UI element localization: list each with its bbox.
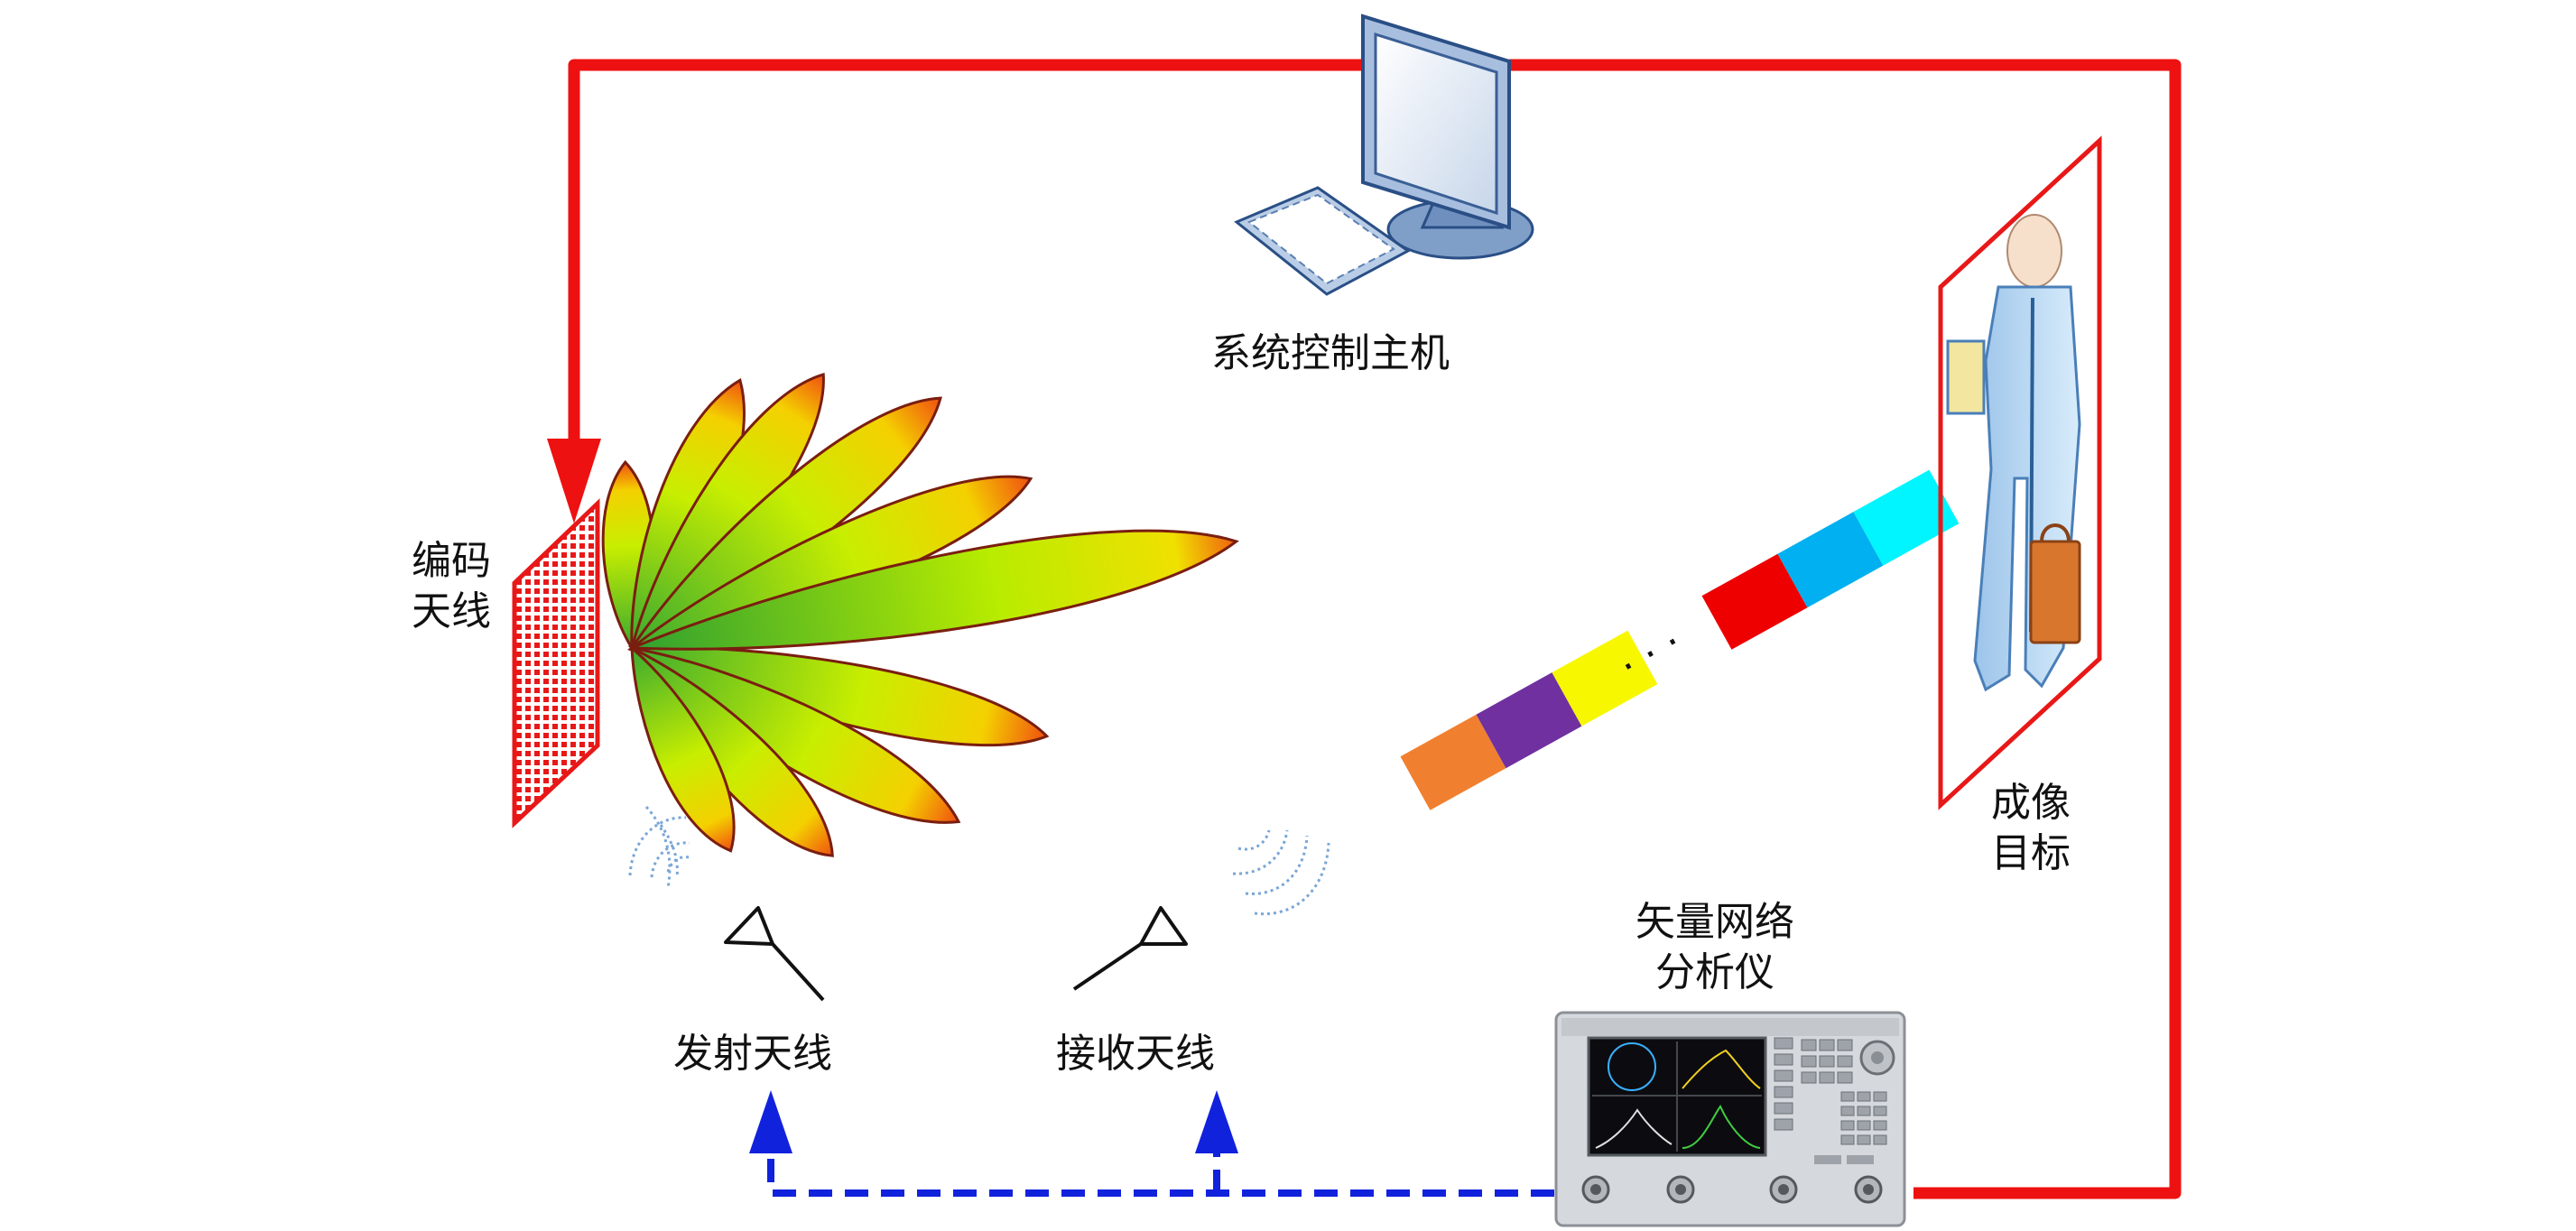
code-cell-yellow: [1552, 630, 1658, 727]
vna-keypad: [1774, 1037, 1887, 1145]
target-label-line1: 成像: [1991, 780, 2071, 826]
vna-label-line1: 矢量网络: [1635, 899, 1794, 945]
target-label-line2: 目标: [1991, 830, 2071, 876]
coding-antenna-label-line1: 编码: [412, 538, 491, 584]
horn-antenna-icon: [724, 906, 825, 1002]
control-connection: [547, 59, 2182, 1199]
tx-antenna-label: 发射天线: [673, 1031, 832, 1077]
code-cell-purple: [1476, 672, 1582, 769]
tx-wave-arc: [666, 856, 690, 873]
main-beam-lobe: [631, 529, 1239, 651]
keyboard-icon: [1234, 186, 1411, 296]
target-frame: [1938, 135, 2102, 810]
rx-wave-arc: [1254, 842, 1330, 916]
control-line-host-to-antenna: [568, 59, 1363, 451]
human-figure-icon: [1946, 214, 2081, 692]
tx-wave-arc: [659, 824, 679, 878]
vna-ports: [1581, 1155, 1883, 1204]
rx-wave-arc: [1237, 829, 1271, 851]
rx-antenna-label: 接收天线: [1056, 1031, 1215, 1077]
code-cell-cyan: [1853, 469, 1960, 566]
smith-chart: [1608, 1042, 1656, 1091]
rx-wave-arc: [1232, 829, 1289, 875]
signal-connection: [749, 1090, 1554, 1197]
imaging-target: [1938, 135, 2102, 810]
beam-lobe: [630, 644, 736, 853]
code-cell-blue: [1777, 512, 1884, 608]
control-arrow-head: [547, 439, 601, 523]
radiation-pattern: [601, 372, 1239, 857]
briefcase-icon: [2029, 540, 2081, 644]
host-label: 系统控制主机: [1211, 330, 1450, 376]
coding-antenna-label-line2: 天线: [412, 588, 491, 634]
tx-wave-arc: [650, 841, 690, 878]
horn-antenna-icon: [1072, 906, 1188, 991]
coding-antenna: [512, 498, 600, 828]
vna-trace-3: [1682, 1104, 1761, 1149]
vna-label-line2: 分析仪: [1655, 949, 1774, 995]
code-cell-red: [1701, 553, 1808, 650]
desktop-computer-icon: [1234, 14, 1534, 296]
tx-wave-arc: [644, 805, 672, 889]
rx-wave-arc: [1245, 835, 1309, 895]
control-line-host-to-vna: [1509, 59, 2182, 1199]
signal-arrow-rx: [1195, 1090, 1238, 1153]
coding-metasurface-panel: [512, 498, 600, 828]
code-cell-orange: [1400, 714, 1506, 810]
signal-arrow-tx: [749, 1090, 792, 1153]
vector-network-analyzer-icon: [1554, 1011, 1906, 1227]
vna-trace-2: [1595, 1108, 1673, 1149]
vna-trace-1: [1682, 1049, 1761, 1089]
signal-line-vna-to-antennas: [767, 1139, 1554, 1197]
wireless-wave-icon: [628, 805, 1330, 916]
coding-sequence: · · ·: [1400, 469, 1960, 810]
